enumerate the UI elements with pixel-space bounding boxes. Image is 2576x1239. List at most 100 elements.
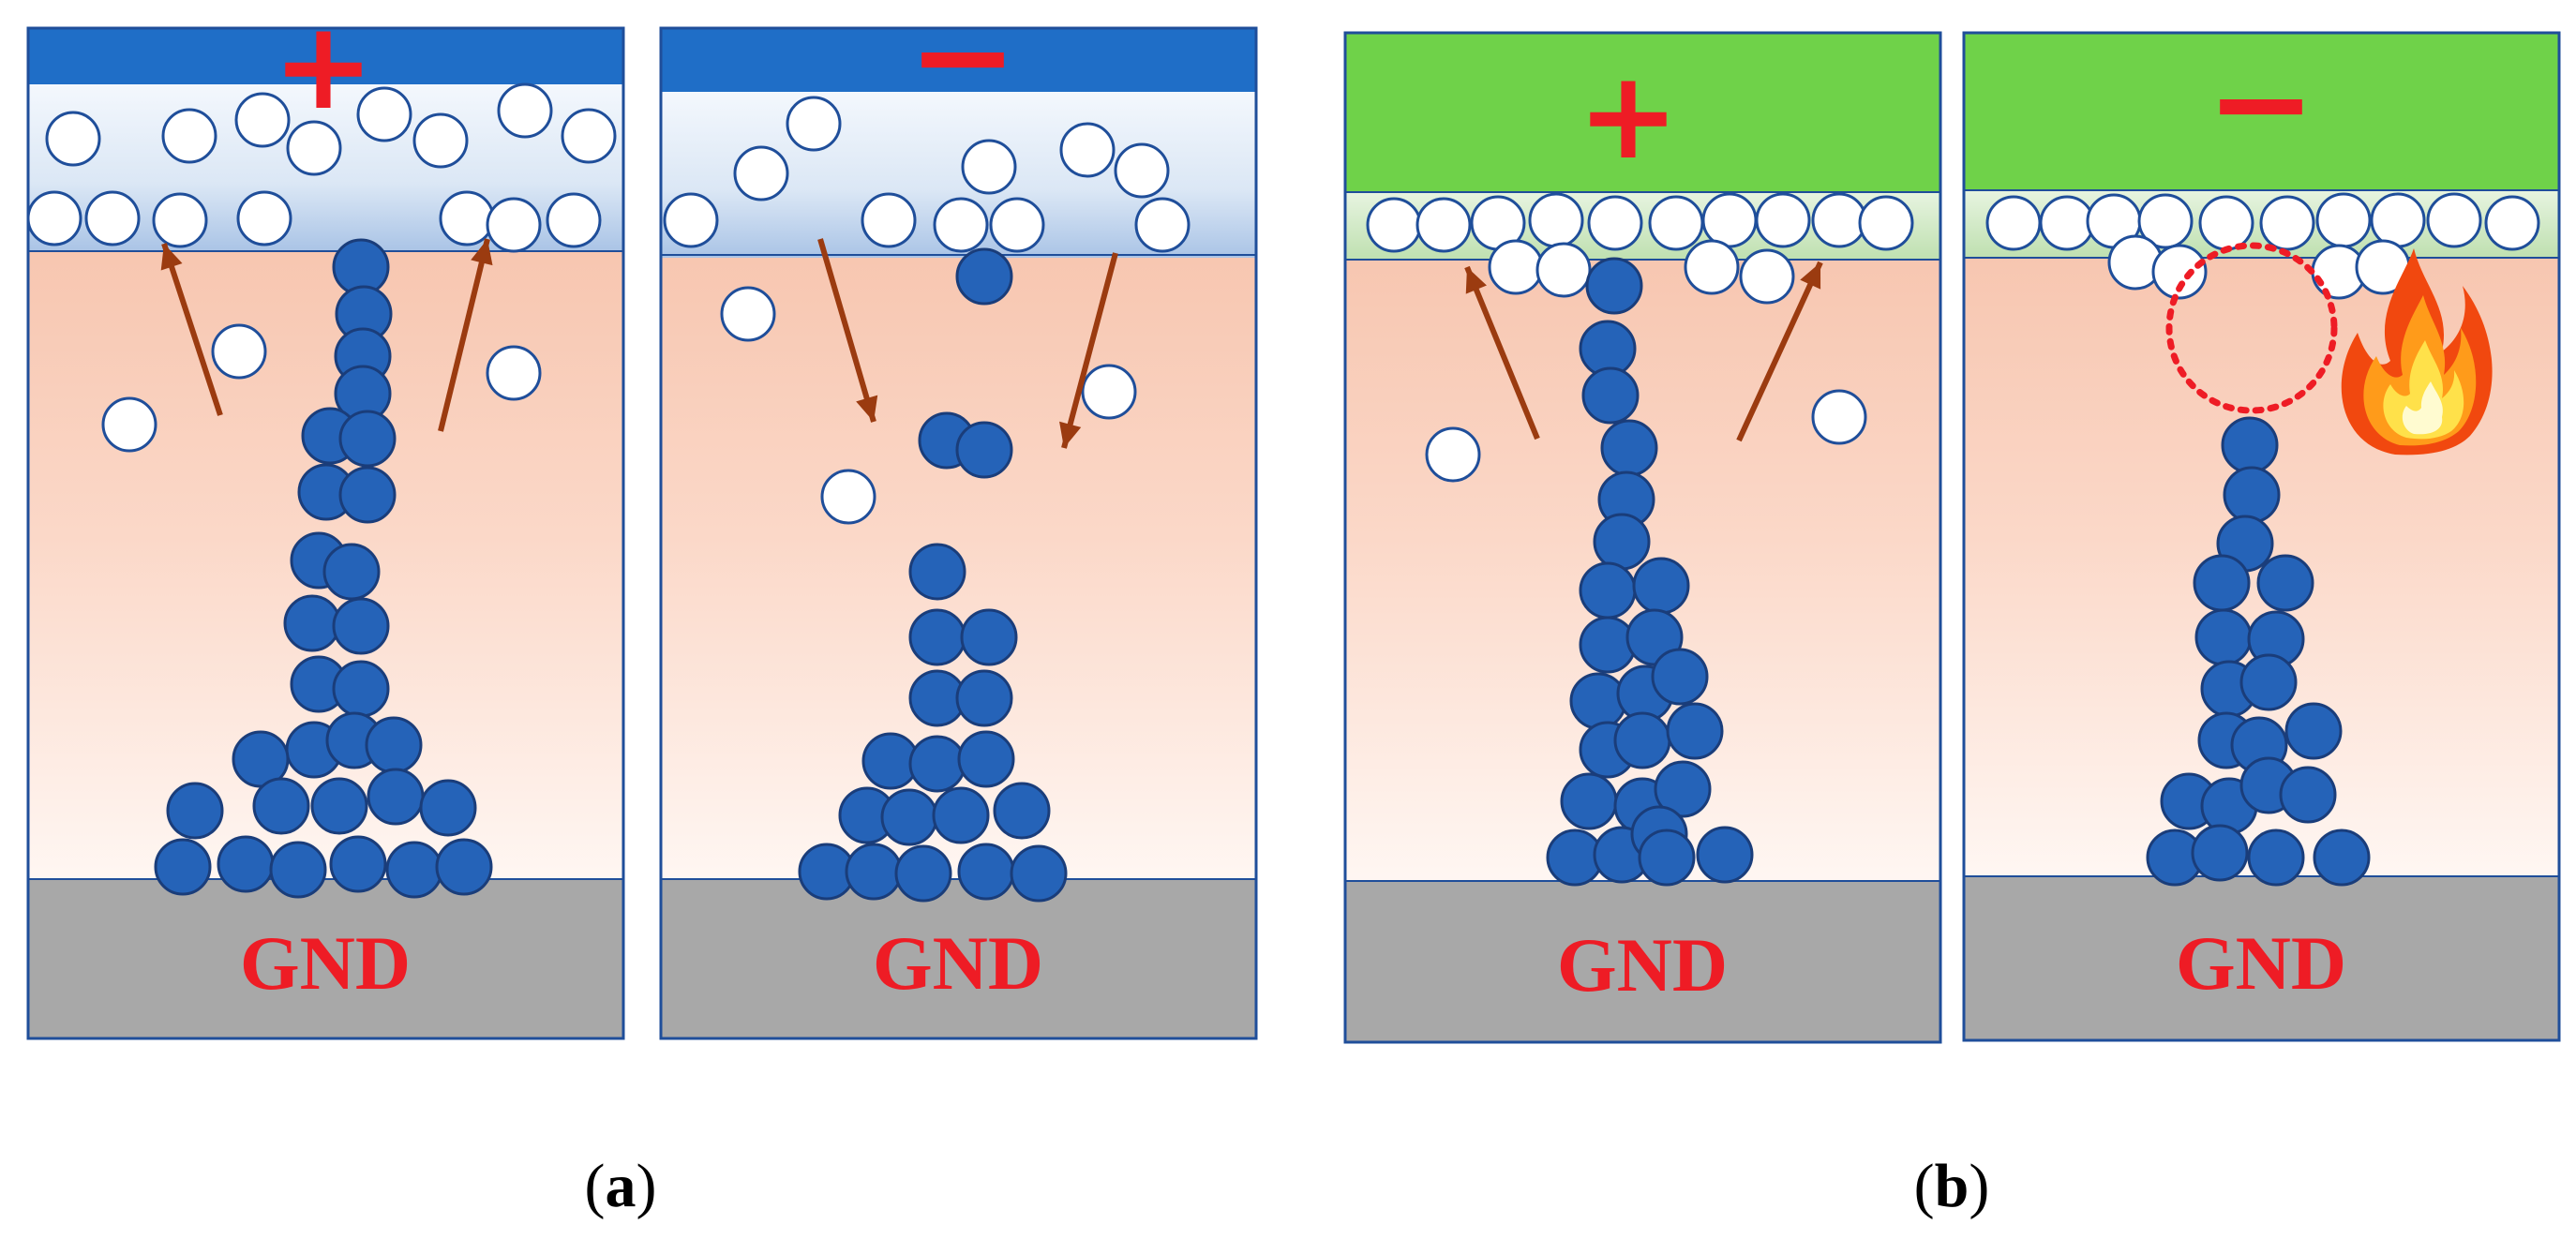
filament-atom — [2279, 766, 2337, 824]
ground-electrode — [1964, 876, 2559, 1040]
ground-electrode — [1345, 881, 1940, 1042]
migration-arrow — [438, 238, 490, 432]
oxygen-ion — [561, 108, 617, 164]
panel-b-reset: − GND — [1962, 27, 2561, 1042]
filament-atom — [1581, 366, 1640, 425]
arrow-head — [160, 244, 183, 271]
arrow-head — [471, 239, 493, 266]
filament-atom — [166, 782, 224, 840]
oxygen-ion — [1755, 192, 1811, 248]
filament-atom — [960, 608, 1018, 666]
filament-atom — [2221, 416, 2279, 474]
oxygen-ion — [820, 469, 876, 525]
oxygen-ion — [720, 286, 776, 342]
filament-atom — [365, 716, 423, 774]
filament-atom — [1651, 648, 1709, 706]
filament-atom — [1569, 672, 1627, 730]
oxygen-ion — [1648, 195, 1704, 251]
arrow-head — [856, 395, 878, 422]
oxygen-ion — [439, 190, 495, 246]
filament-atom — [908, 735, 966, 793]
metal-filament — [798, 247, 1068, 903]
filament-atom — [1593, 513, 1651, 571]
oxygen-ion — [1081, 364, 1137, 420]
oxygen-ion — [26, 190, 82, 246]
filament-atom — [329, 835, 387, 893]
top-electrode — [1964, 33, 2559, 190]
filament-atom — [1560, 772, 1618, 830]
panel-border — [26, 26, 625, 1040]
filament-atom — [419, 779, 477, 837]
caption-b: (b) — [1914, 1152, 1990, 1220]
filament-atom — [845, 843, 903, 901]
panel-a-set: + GND — [26, 0, 625, 1040]
oxygen-ion — [733, 145, 789, 202]
panel-a-reset: − GND — [659, 0, 1258, 1040]
oxygen-ion — [84, 190, 141, 246]
oxygen-ions — [1985, 192, 2540, 300]
filament-atom — [367, 768, 425, 826]
oxygen-ion — [2484, 195, 2540, 251]
filament-atom — [2284, 702, 2343, 760]
gnd-label: GND — [873, 920, 1043, 1006]
filament-atom — [957, 843, 1015, 901]
filament-atom — [2313, 828, 2371, 887]
filament-atom — [2193, 554, 2251, 612]
oxygen-ion — [2137, 193, 2194, 249]
filament-atom — [2256, 554, 2314, 612]
filament-atom — [1600, 419, 1658, 477]
oxygen-ion — [989, 197, 1045, 253]
filament-atom — [1010, 844, 1068, 903]
metal-filament — [2146, 416, 2371, 887]
migration-arrow — [817, 238, 876, 423]
oxygen-ion — [663, 192, 719, 248]
oxygen-ion — [1059, 122, 1116, 178]
oxygen-ion — [1415, 197, 1472, 253]
oxygen-ion — [486, 197, 542, 253]
arrow-head — [1059, 421, 1082, 448]
filament-atom — [1585, 257, 1643, 315]
panel-border — [1343, 31, 1942, 1044]
filament-atom — [993, 782, 1051, 840]
oxygen-ion — [2039, 195, 2095, 251]
oxygen-ion — [1811, 192, 1867, 248]
filament-atom — [269, 841, 327, 899]
oxygen-ions — [1366, 192, 1914, 483]
polarity-sign: + — [1578, 44, 1680, 187]
filament-atom — [385, 841, 443, 899]
oxygen-ion — [1985, 195, 2042, 251]
filament-atom — [908, 543, 966, 601]
filament-atom — [1632, 557, 1690, 615]
filament-atom — [932, 786, 990, 844]
filament-atom — [2191, 824, 2249, 882]
arrow-head — [1800, 262, 1821, 290]
oxygen-ion — [1134, 197, 1191, 253]
gnd-label: GND — [2176, 920, 2346, 1006]
filament-atom — [154, 838, 212, 896]
oxygen-ion — [1114, 142, 1170, 199]
metal-filament — [1546, 257, 1754, 887]
top-electrode — [28, 28, 623, 84]
migration-arrows — [817, 238, 1118, 449]
filament-atom — [217, 835, 275, 893]
oxygen-ion — [786, 96, 842, 152]
oxygen-ion — [486, 345, 542, 401]
filament-atom — [955, 669, 1013, 727]
oxygen-ion — [1528, 192, 1584, 248]
filament-atom — [880, 788, 938, 846]
oxygen-ion — [286, 120, 342, 176]
oxygen-ion — [961, 139, 1017, 195]
oxygen-ion — [1684, 239, 1740, 295]
filament-atom — [1654, 760, 1712, 818]
oxygen-ion — [101, 396, 157, 453]
oxygen-ion — [497, 82, 553, 139]
oxygen-ion — [861, 192, 917, 248]
filament-atom — [1638, 828, 1696, 887]
filament-atom — [252, 777, 310, 835]
filament-atom — [955, 421, 1013, 479]
metal-filament — [154, 238, 493, 899]
filament-rupture-circle — [2165, 242, 2338, 414]
oxygen-ion — [546, 192, 602, 248]
filament-atom — [322, 543, 381, 601]
